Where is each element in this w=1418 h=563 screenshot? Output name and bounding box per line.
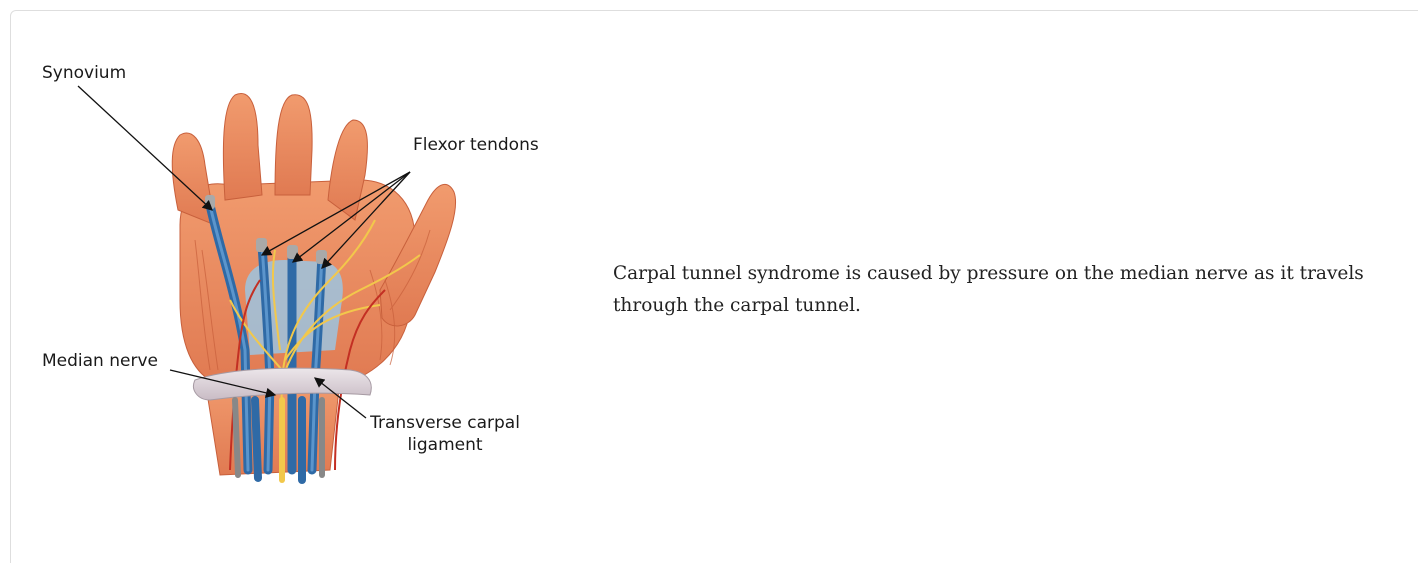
label-transverse-line1: Transverse carpal bbox=[370, 413, 520, 433]
hand-anatomy-figure: Synovium Flexor tendons Median nerve Tra… bbox=[30, 50, 590, 500]
figure-caption: Carpal tunnel syndrome is caused by pres… bbox=[613, 258, 1373, 322]
label-median-nerve: Median nerve bbox=[42, 350, 158, 372]
label-flexor-tendons: Flexor tendons bbox=[413, 134, 539, 156]
label-transverse-carpal-ligament: Transverse carpal ligament bbox=[370, 412, 520, 456]
label-transverse-line2: ligament bbox=[407, 435, 482, 455]
label-synovium: Synovium bbox=[42, 62, 126, 84]
